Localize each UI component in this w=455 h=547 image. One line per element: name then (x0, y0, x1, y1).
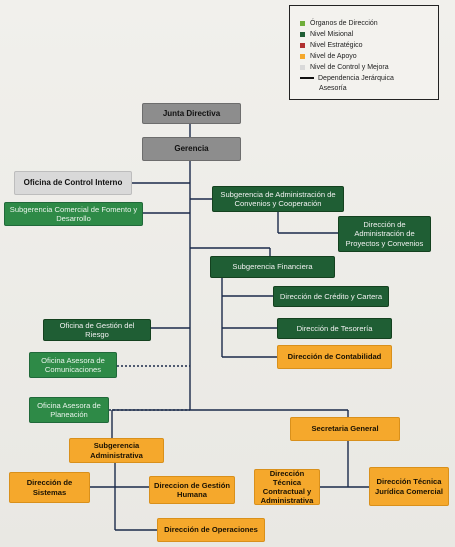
dir-contractual-label: Dirección Técnica Contractual y Administ… (260, 468, 314, 506)
dir-juridica-label: Dirección Técnica Jurídica Comercial (375, 477, 443, 496)
dir-sistemas-label: Dirección de Sistemas (26, 478, 73, 497)
admin-convenios-box: Subgerencia de Administración de Conveni… (212, 186, 344, 212)
dir-proyectos-label: Dirección de Administración de Proyectos… (345, 220, 424, 248)
dir-contabilidad-box: Dirección de Contabilidad (277, 345, 392, 369)
legend-label: Órganos de Dirección (310, 19, 378, 27)
dir-proyectos-box: Dirección de Administración de Proyectos… (338, 216, 431, 252)
legend: Órganos de Dirección Nivel Misional Nive… (289, 5, 439, 100)
dir-juridica-box: Dirección Técnica Jurídica Comercial (369, 467, 449, 506)
legend-swatch (300, 42, 305, 48)
admin-convenios-label: Subgerencia de Administración de Conveni… (220, 189, 336, 208)
dir-contabilidad-label: Dirección de Contabilidad (287, 352, 382, 362)
control-interno-label: Oficina de Control Interno (23, 178, 123, 188)
gerencia-label: Gerencia (174, 144, 209, 154)
sub-administrativa-label: Subgerencia Administrativa (90, 441, 143, 460)
asesora-planeacion-box: Oficina Asesora de Planeación (29, 397, 109, 423)
asesora-comunicaciones-label: Oficina Asesora de Comunicaciones (41, 355, 105, 374)
legend-label: Nivel de Control y Mejora (310, 63, 389, 71)
dir-tesoreria-label: Dirección de Tesorería (296, 323, 373, 333)
dir-tesoreria-box: Dirección de Tesorería (277, 318, 392, 339)
fomento-box: Subgerencia Comercial de Fomento y Desar… (4, 202, 143, 226)
legend-item-direccion: Órganos de Dirección (300, 18, 378, 28)
dir-operaciones-label: Dirección de Operaciones (164, 525, 258, 535)
dir-contractual-box: Dirección Técnica Contractual y Administ… (254, 469, 320, 505)
dir-credito-label: Dirección de Crédito y Cartera (279, 291, 383, 301)
dir-gestion-humana-label: Direccion de Gestión Humana (154, 480, 230, 499)
control-interno-box: Oficina de Control Interno (14, 171, 132, 195)
sub-financiera-box: Subgerencia Financiera (210, 256, 335, 278)
legend-line-swatch (300, 77, 314, 79)
dir-sistemas-box: Dirección de Sistemas (9, 472, 90, 503)
dir-gestion-humana-box: Direccion de Gestión Humana (149, 476, 235, 504)
legend-label: Nivel de Apoyo (310, 52, 357, 60)
junta-directiva-box: Junta Directiva (142, 103, 241, 124)
legend-swatch (300, 20, 305, 26)
secretaria-general-label: Secretaria General (311, 424, 379, 434)
legend-item-estrategico: Nivel Estratégico (300, 40, 363, 50)
secretaria-general-box: Secretaria General (290, 417, 400, 441)
gestion-riesgo-box: Oficina de Gestión del Riesgo (43, 319, 151, 341)
gestion-riesgo-label: Oficina de Gestión del Riesgo (59, 320, 135, 339)
legend-item-control: Nivel de Control y Mejora (300, 62, 389, 72)
legend-item-apoyo: Nivel de Apoyo (300, 51, 357, 61)
gerencia-box: Gerencia (142, 137, 241, 161)
legend-label: Asesoría (319, 84, 347, 92)
legend-swatch (300, 64, 305, 70)
asesora-planeacion-label: Oficina Asesora de Planeación (37, 400, 101, 419)
legend-item-asesoria: Asesoría (319, 83, 347, 93)
sub-administrativa-box: Subgerencia Administrativa (69, 438, 164, 463)
legend-item-misional: Nivel Misional (300, 29, 353, 39)
junta-directiva-label: Junta Directiva (162, 108, 221, 118)
legend-label: Nivel Estratégico (310, 41, 363, 49)
legend-swatch (300, 53, 305, 59)
legend-swatch (300, 31, 305, 37)
dir-credito-box: Dirección de Crédito y Cartera (273, 286, 389, 307)
sub-financiera-label: Subgerencia Financiera (232, 262, 313, 272)
legend-item-dependencia: Dependencia Jerárquica (300, 73, 394, 83)
legend-label: Dependencia Jerárquica (318, 74, 394, 82)
legend-label: Nivel Misional (310, 30, 354, 38)
dir-operaciones-box: Dirección de Operaciones (157, 518, 265, 542)
asesora-comunicaciones-box: Oficina Asesora de Comunicaciones (29, 352, 117, 378)
fomento-label: Subgerencia Comercial de Fomento y Desar… (9, 204, 138, 223)
